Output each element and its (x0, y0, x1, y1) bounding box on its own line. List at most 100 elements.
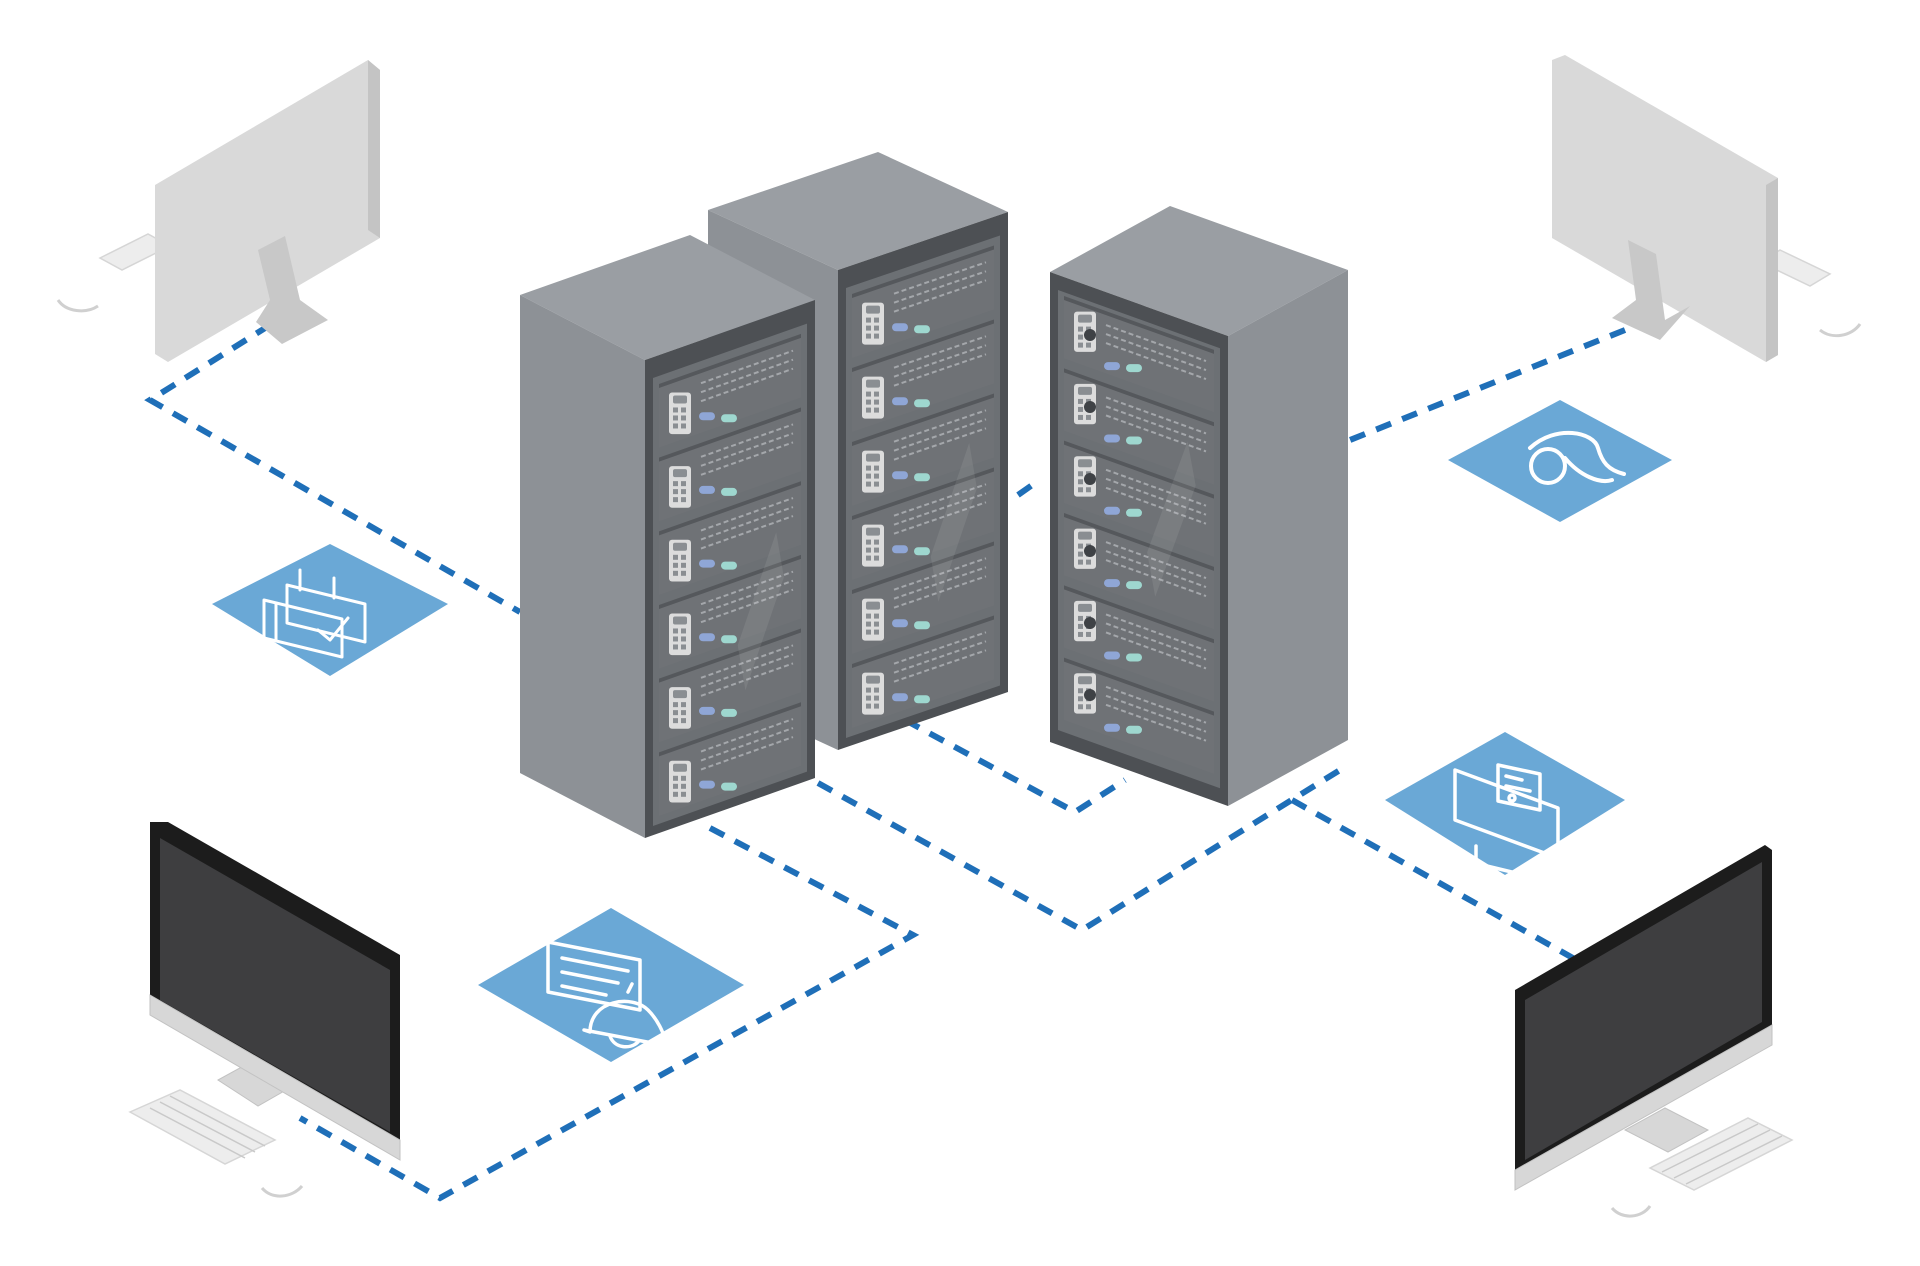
monitor-top-left (56, 60, 380, 362)
network-links (144, 322, 1627, 1202)
server-key (681, 489, 686, 495)
server-display (673, 395, 687, 404)
server-key (673, 407, 678, 413)
server-vent (700, 358, 794, 394)
server-key (866, 391, 871, 397)
server-vent (700, 423, 794, 458)
server-key (874, 391, 879, 397)
server-vent (893, 557, 987, 591)
server-vent (1105, 477, 1207, 516)
server-display (673, 616, 687, 625)
server-key (866, 695, 871, 701)
service-tiles (212, 400, 1672, 1062)
rack-glass-reflection (930, 442, 977, 602)
server-key (681, 783, 686, 789)
server-key (874, 481, 879, 487)
server-unit (659, 628, 801, 743)
server-led (914, 547, 930, 556)
server-key (1078, 398, 1083, 404)
server-edge (1064, 368, 1214, 427)
server-vent (893, 270, 987, 304)
rack-top (708, 152, 1008, 270)
server-unit (852, 615, 994, 728)
link-rack2-right (1016, 480, 1037, 498)
server-vent (1105, 342, 1207, 380)
tile-document-bell (478, 908, 744, 1062)
server-vent (893, 353, 987, 387)
server-display (866, 379, 880, 388)
server-unit (659, 554, 801, 669)
server-led (721, 708, 737, 717)
server-led (1104, 434, 1120, 443)
server-led (699, 485, 715, 494)
server-edge (659, 481, 801, 536)
server-led (699, 559, 715, 568)
server-vent (700, 736, 794, 771)
server-key (874, 703, 879, 709)
server-led (699, 706, 715, 715)
monitor-bottom-left (128, 822, 401, 1198)
server-rack-left (520, 235, 815, 838)
server-display (866, 675, 880, 684)
keyboard-keys (1661, 1123, 1783, 1185)
server-key (1078, 688, 1083, 694)
server-racks (520, 152, 1348, 838)
server-unit (659, 407, 801, 522)
server-key (681, 636, 686, 642)
server-vent (700, 367, 794, 403)
server-led (1126, 364, 1142, 373)
server-key (874, 695, 879, 701)
server-key (874, 473, 879, 479)
server-key (673, 497, 678, 503)
server-vent (893, 501, 987, 535)
server-vent (893, 631, 987, 665)
server-led (892, 693, 908, 702)
server-key (673, 775, 678, 781)
server-vent (1105, 613, 1207, 652)
server-unit (852, 541, 994, 654)
server-key (673, 644, 678, 650)
server-edge (659, 628, 801, 683)
server-key (673, 791, 678, 797)
monitor-stand (1612, 240, 1690, 340)
server-key (866, 407, 871, 413)
server-key (1078, 414, 1083, 420)
server-vent (700, 588, 794, 624)
server-knob (1084, 689, 1096, 701)
rack-glass-reflection (737, 532, 784, 691)
server-key (874, 399, 879, 405)
server-vent (1105, 685, 1207, 724)
server-key (673, 702, 678, 708)
server-edge (852, 541, 994, 594)
server-vent (700, 653, 794, 688)
monitor-bottom-right (1514, 845, 1794, 1218)
server-rack-right (1050, 206, 1348, 806)
server-vent (700, 441, 794, 476)
server-vent (1105, 468, 1207, 507)
server-led (1126, 436, 1142, 445)
server-key (866, 703, 871, 709)
server-edge (1064, 585, 1214, 644)
server-led (721, 561, 737, 570)
server-led (1104, 579, 1120, 588)
server-display (673, 763, 687, 772)
server-face (659, 702, 801, 816)
server-key (1078, 615, 1083, 621)
server-vent (893, 640, 987, 674)
server-key (866, 547, 871, 553)
server-key (1078, 406, 1083, 412)
rack-top (520, 235, 815, 360)
server-unit (1064, 440, 1214, 557)
server-display (1078, 603, 1092, 612)
server-vent (1105, 559, 1207, 597)
server-key (866, 333, 871, 339)
server-key (673, 783, 678, 789)
server-key (681, 718, 686, 724)
server-display (866, 453, 880, 462)
server-vent (1105, 703, 1207, 742)
server-display (1078, 531, 1092, 540)
server-led (914, 399, 930, 408)
server-led (892, 471, 908, 480)
server-vent (700, 644, 794, 679)
server-key (673, 628, 678, 634)
